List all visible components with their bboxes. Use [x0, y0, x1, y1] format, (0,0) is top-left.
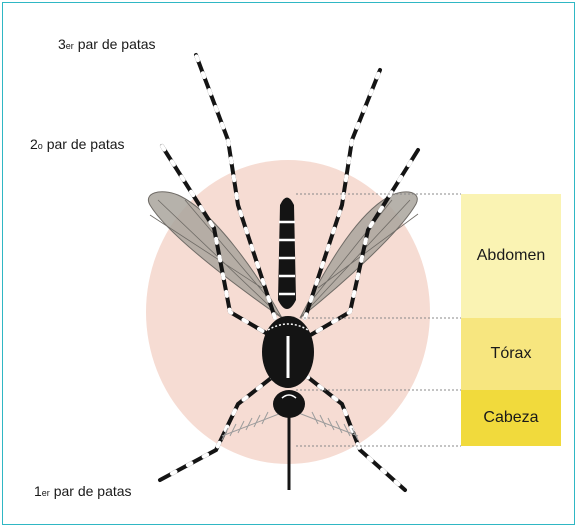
third-pair-text: par de patas: [74, 36, 156, 52]
segment-head-label: Cabeza: [483, 409, 538, 427]
third-pair-number: 3: [58, 36, 66, 52]
third-pair-ordinal: er: [66, 41, 74, 51]
label-second-leg-pair: 2o par de patas: [30, 136, 125, 152]
second-pair-number: 2: [30, 136, 38, 152]
segment-thorax: Tórax: [461, 318, 561, 390]
second-pair-text: par de patas: [43, 136, 125, 152]
segment-abdomen-label: Abdomen: [477, 247, 546, 265]
first-pair-number: 1: [34, 483, 42, 499]
segment-abdomen: Abdomen: [461, 194, 561, 318]
segment-thorax-label: Tórax: [491, 345, 532, 363]
thorax: [262, 316, 314, 388]
abdomen: [278, 198, 296, 310]
label-first-leg-pair: 1er par de patas: [34, 483, 132, 499]
first-pair-text: par de patas: [50, 483, 132, 499]
first-pair-ordinal: er: [42, 488, 50, 498]
label-third-leg-pair: 3er par de patas: [58, 36, 156, 52]
segment-head: Cabeza: [461, 390, 561, 446]
